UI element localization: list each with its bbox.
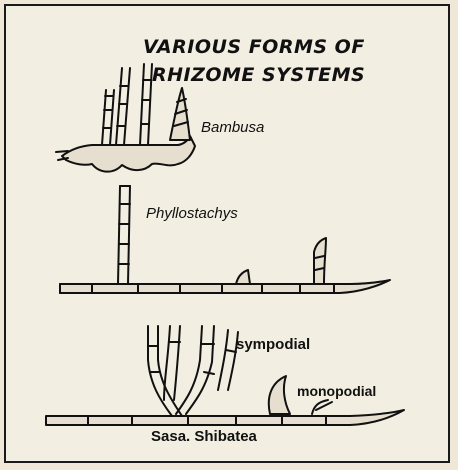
label-phyllostachys: Phyllostachys: [146, 205, 238, 222]
title-line-1: VARIOUS FORMS OF: [143, 36, 365, 58]
title-line-2: RHIZOME SYSTEMS: [152, 64, 365, 86]
label-sympodial: sympodial: [236, 336, 310, 353]
label-bambusa: Bambusa: [201, 119, 264, 136]
label-sasa-shibatea: Sasa. Shibatea: [151, 428, 257, 445]
label-monopodial: monopodial: [297, 383, 376, 399]
sasa-rhizome-drawing: [46, 326, 404, 425]
phyllostachys-rhizome-drawing: [60, 186, 390, 293]
